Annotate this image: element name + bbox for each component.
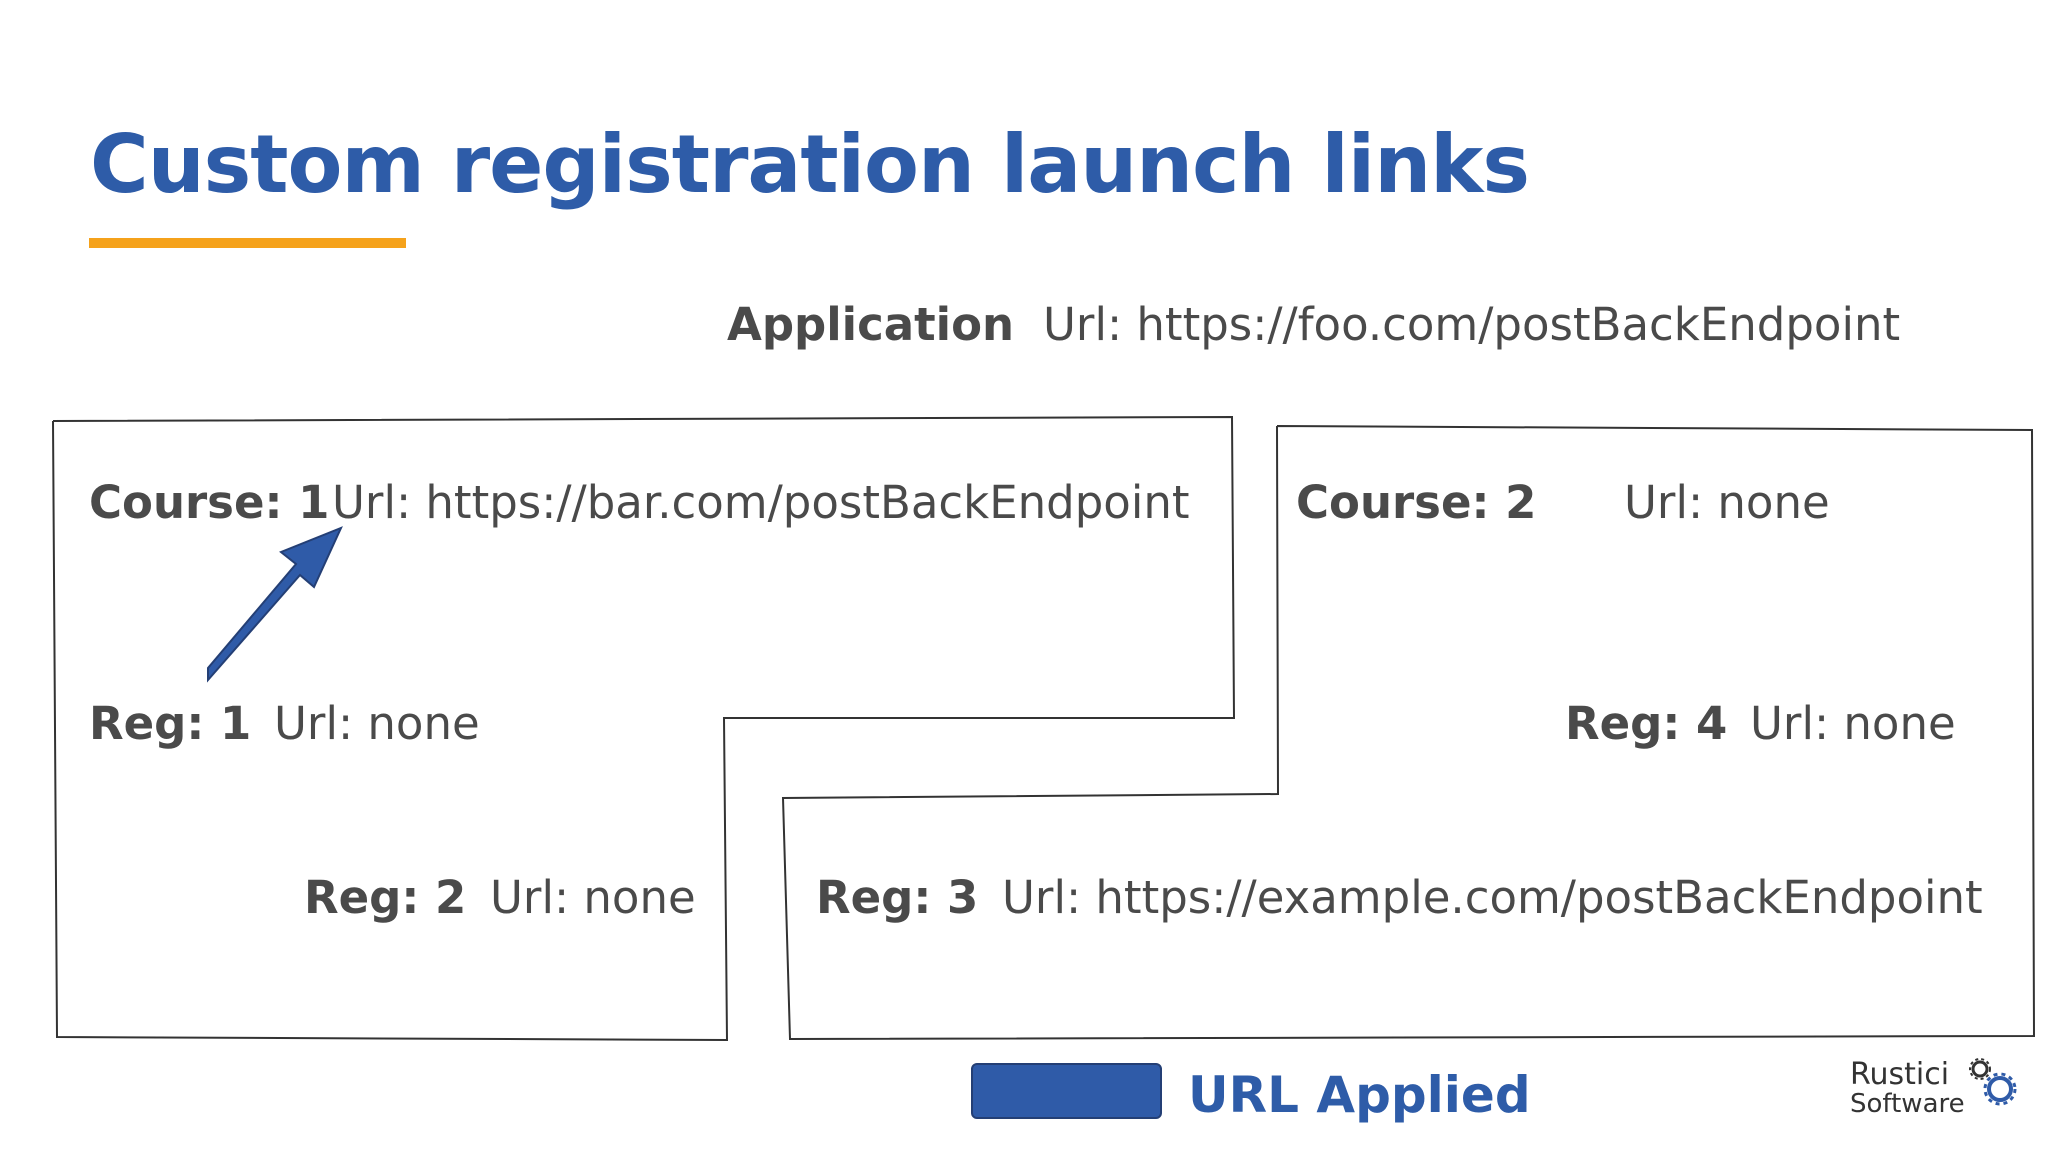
- reg3-url: Url: https://example.com/postBackEndpoin…: [1002, 871, 1983, 924]
- course1-label: Course: 1: [89, 476, 330, 529]
- application-label: Application: [727, 298, 1015, 351]
- inheritance-arrow: [207, 526, 343, 683]
- reg4-url: Url: none: [1750, 697, 1956, 750]
- logo-line1: Rustici: [1850, 1057, 1950, 1092]
- course1-boundary: [52, 415, 1236, 1042]
- logo-line2: Software: [1850, 1089, 1965, 1119]
- reg4-label: Reg: 4: [1565, 697, 1728, 750]
- application-url: Url: https://foo.com/postBackEndpoint: [1043, 298, 1901, 351]
- reg2-label: Reg: 2: [304, 871, 467, 924]
- course1-url: Url: https://bar.com/postBackEndpoint: [332, 476, 1190, 529]
- slide-title: Custom registration launch links: [90, 118, 1530, 211]
- reg1-url: Url: none: [274, 697, 480, 750]
- legend-swatch: [971, 1063, 1162, 1119]
- reg3-label: Reg: 3: [816, 871, 979, 924]
- gear-icon: [1969, 1058, 2017, 1106]
- reg2-url: Url: none: [490, 871, 696, 924]
- course2-boundary: [781, 425, 2036, 1041]
- course2-url: Url: none: [1624, 476, 1830, 529]
- reg1-label: Reg: 1: [89, 697, 252, 750]
- course2-label: Course: 2: [1296, 476, 1537, 529]
- rustici-logo: Rustici Software: [1850, 1057, 2020, 1127]
- legend-label: URL Applied: [1188, 1066, 1531, 1124]
- title-accent-bar: [89, 238, 406, 248]
